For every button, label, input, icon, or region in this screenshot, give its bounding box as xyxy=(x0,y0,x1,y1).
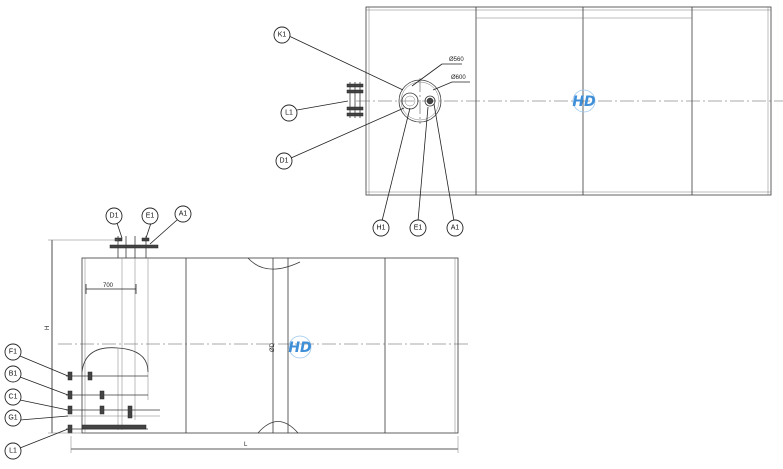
leader-a1 xyxy=(433,103,455,222)
leader-side-g1 xyxy=(19,415,69,421)
dim-l-label: L xyxy=(244,442,248,448)
leader-e1 xyxy=(417,106,429,222)
logo-ring xyxy=(572,89,596,113)
baffle-bottom-curve xyxy=(257,421,299,434)
top-nozzle-flange-bar xyxy=(109,244,159,249)
logo-mark-side: HD xyxy=(288,340,311,356)
callout-label-side-g1: G1 xyxy=(8,415,17,422)
callout-label-d1: D1 xyxy=(280,158,289,165)
dim-od-label: ØD xyxy=(270,342,276,352)
nozzle-flange-c1-b xyxy=(99,405,105,415)
left-nozzle-group xyxy=(66,371,160,434)
leader-k1 xyxy=(288,35,404,91)
callout-bubble-e1 xyxy=(409,219,427,237)
callout-bubble-side-c1 xyxy=(4,388,22,406)
dim-600-label: Ø600 xyxy=(451,75,466,81)
callout-bubble-k1 xyxy=(273,26,291,44)
side-view: ØD xyxy=(4,205,470,460)
nozzle-flange-f1 xyxy=(67,371,73,381)
leader-side-d1 xyxy=(116,222,123,239)
dim-560-label: Ø560 xyxy=(449,57,464,63)
callout-label-side-d1: D1 xyxy=(110,213,119,220)
callout-label-l1: L1 xyxy=(285,110,293,117)
callout-bubble-l1 xyxy=(280,104,298,122)
leader-side-c1 xyxy=(19,399,69,411)
callout-bubble-side-l1 xyxy=(4,442,22,460)
callout-label-a1: A1 xyxy=(451,225,460,232)
manhole-nozzle-2 xyxy=(424,95,436,107)
leader-l1 xyxy=(296,100,349,111)
callout-label-side-f1: F1 xyxy=(9,349,17,356)
dim-h-label: H xyxy=(45,326,51,330)
nozzle-flange-c1-c xyxy=(127,405,133,419)
tank-side-outline xyxy=(81,257,459,434)
callout-label-side-e1: E1 xyxy=(146,213,155,220)
callout-label-side-a1: A1 xyxy=(179,211,188,218)
logo-mark: HD xyxy=(572,94,595,110)
leader-h1 xyxy=(381,107,411,222)
top-left-nozzle-stack xyxy=(346,82,364,118)
top-nozzle-flange xyxy=(141,237,150,242)
callout-bubble-side-b1 xyxy=(4,365,22,383)
top-nozzle-group xyxy=(109,236,159,258)
callout-bubble-h1 xyxy=(372,219,390,237)
nozzle-flange-b1-b xyxy=(99,390,105,400)
callout-bubble-side-f1 xyxy=(4,343,22,361)
top-nozzle-flange xyxy=(114,237,123,242)
nozzle-flange-f1-b xyxy=(87,371,93,381)
manhole-nozzle-1-inner xyxy=(404,95,416,107)
callout-bubble-side-e1 xyxy=(141,207,159,225)
callout-label-h1: H1 xyxy=(377,225,386,232)
leader-side-f1 xyxy=(19,355,69,377)
leader-side-b1 xyxy=(19,376,69,396)
dim-leader-600 xyxy=(432,81,453,91)
bottom-flange-bar xyxy=(81,424,147,430)
callout-label-side-b1: B1 xyxy=(9,371,18,378)
manhole-nozzle-2-center xyxy=(426,97,434,105)
nozzle-flange-l1 xyxy=(67,424,73,434)
callout-bubble-a1 xyxy=(446,219,464,237)
leader-d1 xyxy=(290,107,405,159)
nozzle-flange-c1 xyxy=(67,405,73,415)
leader-side-a1 xyxy=(149,219,178,245)
callout-bubble-side-d1 xyxy=(105,207,123,225)
dim-leader-560 xyxy=(411,63,443,87)
callout-label-e1: E1 xyxy=(414,225,423,232)
callout-bubble-side-g1 xyxy=(4,409,22,427)
top-view: Ø560 Ø600 K1 L1 D1 H1 E1 A1 HD xyxy=(273,6,783,237)
nozzle-flange-b1 xyxy=(67,390,73,400)
leader-side-e1 xyxy=(145,222,152,239)
callout-bubble-d1 xyxy=(275,152,293,170)
dim-700-label: 700 xyxy=(103,283,114,289)
callout-bubble-side-a1 xyxy=(174,205,192,223)
logo-ring-side xyxy=(288,335,312,359)
leader-side-l1 xyxy=(19,428,69,449)
callout-label-side-c1: C1 xyxy=(9,394,18,401)
baffle-top-curve xyxy=(247,257,301,270)
callout-label-k1: K1 xyxy=(278,32,287,39)
manhole-dome xyxy=(81,347,149,373)
callout-label-side-l1: L1 xyxy=(9,448,17,455)
